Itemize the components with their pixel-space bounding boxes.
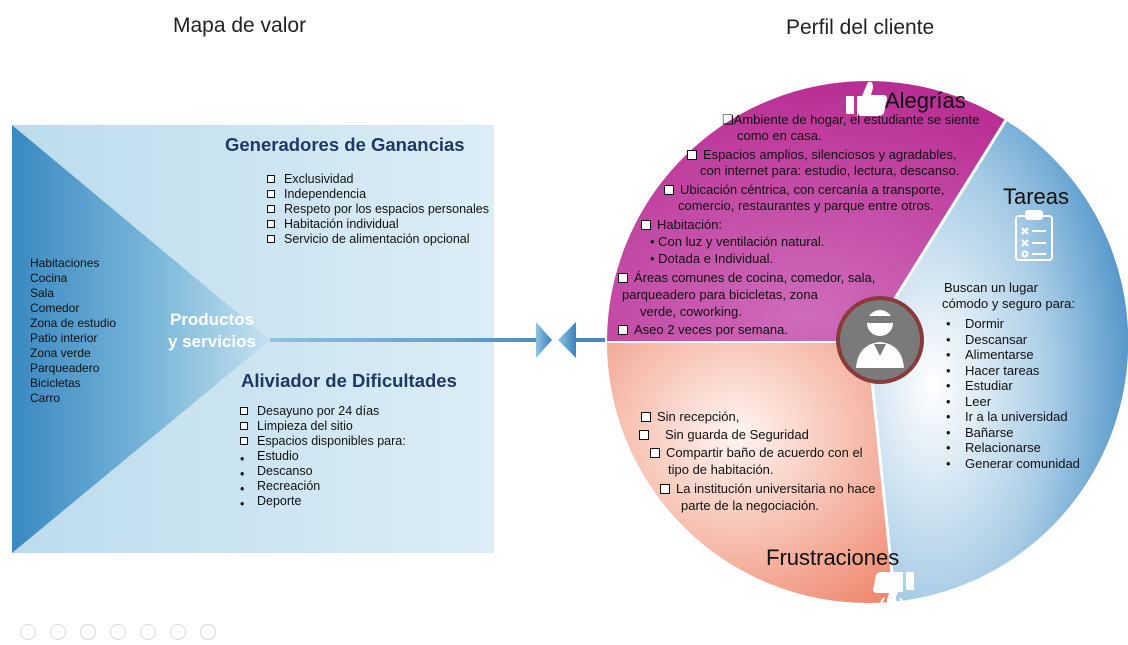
gains-creators-list: Exclusividad Independencia Respeto por l… (262, 172, 492, 247)
frustraciones-sector (606, 342, 895, 604)
list-item: Recreación (235, 479, 475, 497)
list-item: Estudiar (942, 378, 1112, 394)
pain-relievers-list: Desayuno por 24 días Limpieza del sitio … (235, 404, 475, 512)
list-item: Dormir (942, 316, 1112, 332)
alegrias-sector (606, 80, 1006, 342)
alegria-line: • Dotada e Individual. (650, 251, 774, 266)
thumbs-down-icon (872, 572, 914, 607)
alegria-line: con internet para: estudio, lectura, des… (700, 163, 960, 178)
list-item: Carro (30, 391, 61, 405)
list-item: Habitación individual (262, 217, 492, 232)
alegria-line: Habitación: (641, 217, 722, 233)
customer-profile-title: Perfil del cliente (786, 16, 935, 39)
arrow-left-head (558, 322, 576, 358)
list-item: Patio interior (30, 331, 98, 345)
list-item: Parqueadero (30, 361, 100, 375)
list-item: Bañarse (942, 425, 1112, 441)
pain-relievers-heading: Aliviador de Dificultades (241, 370, 457, 391)
list-item: Ir a la universidad (942, 409, 1112, 425)
alegria-line: Espacios amplios, silenciosos y agradabl… (687, 147, 957, 163)
list-item: Comedor (30, 301, 80, 315)
list-item: Cocina (30, 271, 68, 285)
alegria-line: ❑Ambiente de hogar, el estudiante se sie… (722, 112, 980, 127)
alegria-line: Aseo 2 veces por semana. (618, 322, 788, 338)
customer-avatar-icon (836, 296, 924, 384)
list-item: Generar comunidad (942, 456, 1112, 472)
frustracion-line: Compartir baño de acuerdo con el (650, 445, 863, 461)
products-services-label: Productos y servicios (152, 309, 272, 353)
tareas-list: Dormir Descansar Alimentarse Hacer tarea… (942, 316, 1112, 471)
thumbs-up-icon (846, 68, 888, 116)
list-item: Desayuno por 24 días (235, 404, 475, 419)
list-item: Habitaciones (30, 256, 100, 270)
frustracion-line: Sin guarda de Seguridad (639, 427, 809, 443)
alegria-line: como en casa. (737, 128, 822, 143)
list-item: Espacios disponibles para: (235, 434, 475, 449)
list-item: Descansar (942, 332, 1112, 348)
footer-dots (20, 624, 230, 645)
list-item: Alimentarse (942, 347, 1112, 363)
arrow-right-head (536, 322, 552, 358)
frustracion-line: tipo de habitación. (668, 462, 774, 477)
list-item: Zona de estudio (30, 316, 117, 330)
list-item: Zona verde (30, 346, 91, 360)
alegria-line: Áreas comunes de cocina, comedor, sala, (618, 270, 875, 286)
products-triangle (12, 125, 270, 553)
list-item: Sala (30, 286, 55, 300)
connector-line (270, 338, 538, 342)
list-item: Limpieza del sitio (235, 419, 475, 434)
list-item: Bicicletas (30, 376, 81, 390)
list-item: Respeto por los espacios personales (262, 202, 492, 217)
list-item: Hacer tareas (942, 363, 1112, 379)
list-item: Relacionarse (942, 440, 1112, 456)
list-item: Estudio (235, 449, 475, 467)
products-list: Habitaciones Cocina Sala Comedor Zona de… (30, 256, 140, 406)
tareas-heading: Tareas (1003, 184, 1070, 209)
tareas-intro: cómodo y seguro para: (942, 296, 1075, 311)
list-item: Descanso (235, 464, 475, 482)
list-item: Independencia (262, 187, 492, 202)
gains-creators-heading: Generadores de Ganancias (225, 134, 465, 155)
list-item: Exclusividad (262, 172, 492, 187)
products-label-line1: Productos (169, 310, 255, 329)
alegria-line: comercio, restaurantes y parque entre ot… (678, 198, 934, 213)
alegria-line: parqueadero para bicicletas, zona (622, 287, 818, 302)
alegria-line: verde, coworking. (640, 304, 742, 319)
list-item: Servicio de alimentación opcional (262, 232, 492, 247)
frustracion-line: La institución universitaria no hace (660, 481, 875, 497)
frustraciones-heading: Frustraciones (766, 545, 900, 570)
list-item: Deporte (235, 494, 475, 512)
clipboard-checklist-icon (1015, 210, 1053, 261)
list-item: Leer (942, 394, 1112, 410)
tareas-intro: Buscan un lugar (944, 280, 1038, 295)
products-label-line2: y servicios (168, 332, 256, 351)
frustracion-line: Sin recepción, (641, 409, 739, 425)
value-map-title: Mapa de valor (173, 14, 307, 37)
alegria-line: • Con luz y ventilación natural. (650, 234, 825, 249)
frustracion-line: parte de la negociación. (681, 498, 820, 513)
alegria-line: Ubicación céntrica, con cercanía a trans… (664, 182, 944, 198)
alegrias-heading: Alegrías (885, 88, 966, 113)
